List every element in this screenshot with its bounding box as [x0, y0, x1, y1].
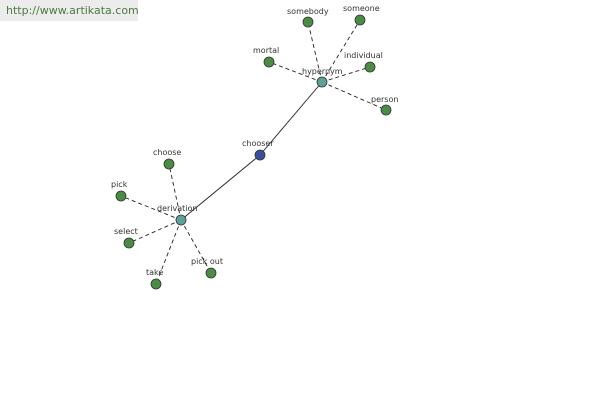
nodes-layer: chooser hypernym derivation somebody someone…: [111, 4, 398, 290]
node-pick-out[interactable]: pick out: [191, 257, 223, 279]
node-pick[interactable]: pick: [111, 180, 128, 202]
node-label-someone: someone: [343, 4, 380, 13]
node-label-take: take: [146, 268, 163, 277]
node-label-mortal: mortal: [253, 46, 279, 55]
edge-hypernym-somebody: [307, 21, 323, 83]
node-dot-pick-out[interactable]: [205, 267, 217, 279]
node-dot-choose[interactable]: [163, 158, 175, 170]
edge-hypernym-individual: [321, 66, 371, 83]
node-dot-derivation[interactable]: [175, 214, 187, 226]
node-dot-person[interactable]: [380, 104, 392, 116]
edge-derivation-choose: [168, 163, 182, 221]
node-chooser[interactable]: chooser: [242, 139, 274, 161]
node-dot-take[interactable]: [150, 278, 162, 290]
node-hypernym[interactable]: hypernym: [302, 67, 343, 88]
node-label-somebody: somebody: [287, 7, 329, 16]
node-dot-somebody[interactable]: [302, 16, 314, 28]
node-label-person: person: [371, 95, 398, 104]
node-individual[interactable]: individual: [344, 51, 383, 73]
edge-derivation-select: [128, 219, 182, 244]
node-mortal[interactable]: mortal: [253, 46, 279, 68]
edge-hypernym-person: [321, 81, 387, 111]
node-dot-select[interactable]: [123, 237, 135, 249]
node-dot-chooser[interactable]: [254, 149, 266, 161]
node-label-pick-out: pick out: [191, 257, 223, 266]
edges-layer: [120, 19, 387, 285]
node-dot-hypernym[interactable]: [316, 76, 328, 88]
node-label-derivation: derivation: [157, 204, 197, 213]
node-take[interactable]: take: [146, 268, 163, 290]
node-dot-individual[interactable]: [364, 61, 376, 73]
node-label-pick: pick: [111, 180, 128, 189]
node-derivation[interactable]: derivation: [157, 204, 197, 226]
edge-derivation-pick: [120, 195, 182, 221]
source-url-banner[interactable]: http://www.artikata.com: [0, 0, 139, 21]
node-label-choose: choose: [153, 148, 181, 157]
node-label-hypernym: hypernym: [302, 67, 343, 76]
edge-hypernym-mortal: [268, 61, 323, 83]
node-label-select: select: [114, 227, 138, 236]
node-dot-pick[interactable]: [115, 190, 127, 202]
edge-derivation-pick-out: [180, 219, 212, 274]
edge-chooser-derivation: [180, 154, 261, 221]
node-someone[interactable]: someone: [343, 4, 380, 26]
node-choose[interactable]: choose: [153, 148, 181, 170]
node-label-individual: individual: [344, 51, 383, 60]
node-dot-mortal[interactable]: [263, 56, 275, 68]
edge-derivation-take: [155, 219, 182, 285]
edge-chooser-hypernym: [259, 81, 323, 156]
node-person[interactable]: person: [371, 95, 398, 116]
node-select[interactable]: select: [114, 227, 138, 249]
node-somebody[interactable]: somebody: [287, 7, 329, 28]
node-label-chooser: chooser: [242, 139, 274, 148]
edge-hypernym-someone: [321, 19, 361, 83]
node-dot-someone[interactable]: [354, 14, 366, 26]
